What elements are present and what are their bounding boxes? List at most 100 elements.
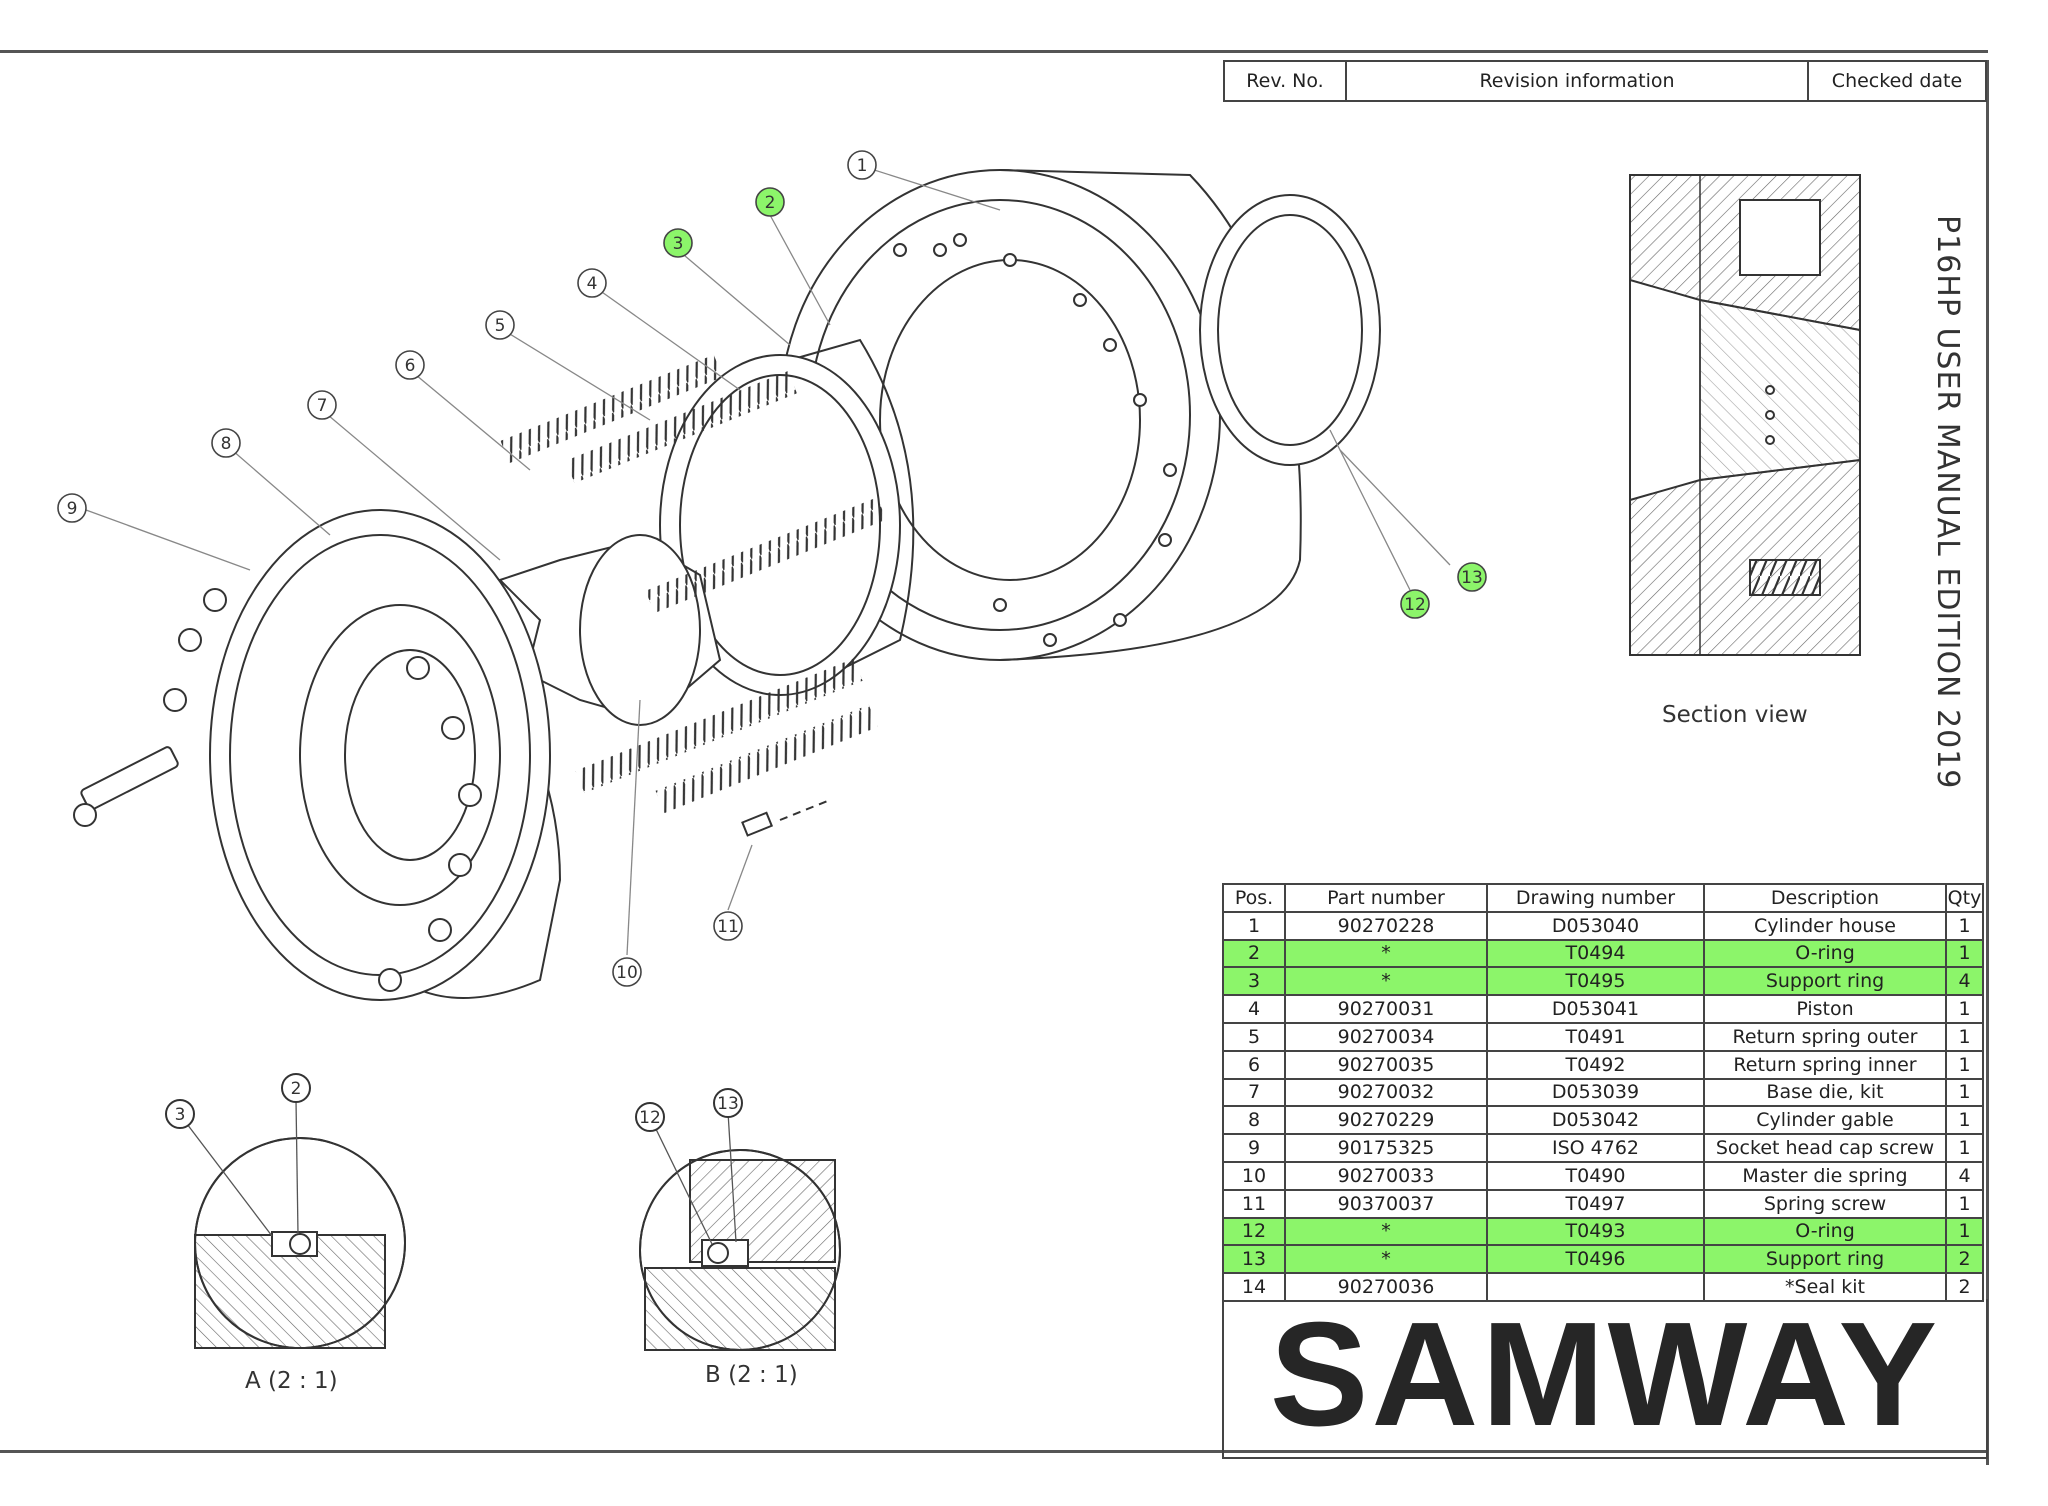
springs <box>500 354 887 814</box>
checked-date-header: Checked date <box>1807 60 1987 102</box>
cell-qty: 1 <box>1945 1216 1984 1247</box>
frame-right-border <box>1986 60 1989 1465</box>
callout-6: 6 <box>405 356 416 376</box>
col-part-number: Part number <box>1284 883 1488 913</box>
revision-info-header: Revision information <box>1345 60 1809 102</box>
detail-a-label: A (2 : 1) <box>245 1368 338 1394</box>
cylinder-gable <box>209 509 562 1001</box>
manual-title: P16HP USER MANUAL EDITION 2019 <box>1930 215 1965 790</box>
cell-desc: Return spring outer <box>1703 1021 1947 1052</box>
callout-11: 11 <box>717 917 739 937</box>
cell-pos: 8 <box>1222 1105 1286 1136</box>
logo-box <box>1222 1299 1988 1459</box>
cell-desc: *Seal kit <box>1703 1272 1947 1302</box>
callout-12: 12 <box>1404 595 1426 615</box>
detail-a: 3 2 <box>165 1073 406 1349</box>
callout-10: 10 <box>616 963 638 983</box>
cell-pos: 12 <box>1222 1216 1286 1247</box>
detail-a-callout-3: 3 <box>175 1105 186 1125</box>
callout-5: 5 <box>495 316 506 336</box>
parts-table-header: Pos. Part number Drawing number Descript… <box>1222 883 1984 913</box>
cell-desc: Piston <box>1703 994 1947 1024</box>
cell-pos: 5 <box>1222 1021 1286 1052</box>
cell-qty: 1 <box>1945 1049 1984 1080</box>
cell-drawing: T0490 <box>1486 1160 1705 1191</box>
cell-qty: 4 <box>1945 966 1984 997</box>
callout-circles <box>57 150 1487 987</box>
detail-a-callout-2: 2 <box>291 1079 302 1099</box>
col-qty: Qty <box>1945 883 1984 913</box>
cell-pos: 7 <box>1222 1077 1286 1108</box>
cell-part: * <box>1284 966 1488 997</box>
frame-bottom-border <box>0 1450 1988 1453</box>
cell-drawing: D053042 <box>1486 1105 1705 1136</box>
callout-1: 1 <box>857 156 868 176</box>
cell-pos: 2 <box>1222 938 1286 969</box>
cell-pos: 4 <box>1222 994 1286 1024</box>
cell-desc: Spring screw <box>1703 1188 1947 1219</box>
cell-qty: 1 <box>1945 1188 1984 1219</box>
cell-part: 90270032 <box>1284 1077 1488 1108</box>
detail-b: 12 13 <box>635 1088 841 1351</box>
callout-7: 7 <box>317 396 328 416</box>
callout-4: 4 <box>587 274 598 294</box>
spring-screw <box>741 799 831 837</box>
cell-pos: 3 <box>1222 966 1286 997</box>
section-view <box>1629 174 1861 656</box>
cell-pos: 13 <box>1222 1244 1286 1275</box>
cell-qty: 1 <box>1945 1021 1984 1052</box>
cell-drawing: T0494 <box>1486 938 1705 969</box>
frame-top-border <box>0 50 1988 53</box>
cell-qty: 1 <box>1945 1133 1984 1163</box>
col-drawing-number: Drawing number <box>1486 883 1705 913</box>
cell-desc: Return spring inner <box>1703 1049 1947 1080</box>
cell-part: 90270033 <box>1284 1160 1488 1191</box>
cell-pos: 9 <box>1222 1133 1286 1163</box>
cell-qty: 1 <box>1945 1077 1984 1108</box>
cell-drawing <box>1486 1272 1705 1302</box>
cell-qty: 1 <box>1945 994 1984 1024</box>
cell-desc: Support ring <box>1703 1244 1947 1275</box>
callout-2: 2 <box>765 193 776 213</box>
cell-desc: Base die, kit <box>1703 1077 1947 1108</box>
cell-qty: 1 <box>1945 938 1984 969</box>
cap-screws <box>73 588 482 992</box>
cell-desc: Master die spring <box>1703 1160 1947 1191</box>
cell-pos: 10 <box>1222 1160 1286 1191</box>
cell-drawing: T0495 <box>1486 966 1705 997</box>
cell-part: 90175325 <box>1284 1133 1488 1163</box>
cell-desc: Socket head cap screw <box>1703 1133 1947 1163</box>
cell-part: 90370037 <box>1284 1188 1488 1219</box>
cell-part: 90270035 <box>1284 1049 1488 1080</box>
cell-part: 90270036 <box>1284 1272 1488 1302</box>
cell-qty: 1 <box>1945 1105 1984 1136</box>
cell-desc: Support ring <box>1703 966 1947 997</box>
samway-logo: SAMWAY <box>1269 1292 1941 1457</box>
detail-b-callout-12: 12 <box>639 1108 661 1128</box>
callout-numbers: 1 2 3 4 5 6 7 8 9 10 11 12 13 <box>67 156 1483 983</box>
cell-pos: 6 <box>1222 1049 1286 1080</box>
cell-drawing: T0493 <box>1486 1216 1705 1247</box>
cell-drawing: D053040 <box>1486 910 1705 941</box>
cylinder-bolt-holes <box>893 233 1177 647</box>
cell-part: 90270228 <box>1284 910 1488 941</box>
cell-part: 90270031 <box>1284 994 1488 1024</box>
cell-part: * <box>1284 938 1488 969</box>
cell-qty: 1 <box>1945 910 1984 941</box>
cell-part: 90270229 <box>1284 1105 1488 1136</box>
col-pos: Pos. <box>1222 883 1286 913</box>
